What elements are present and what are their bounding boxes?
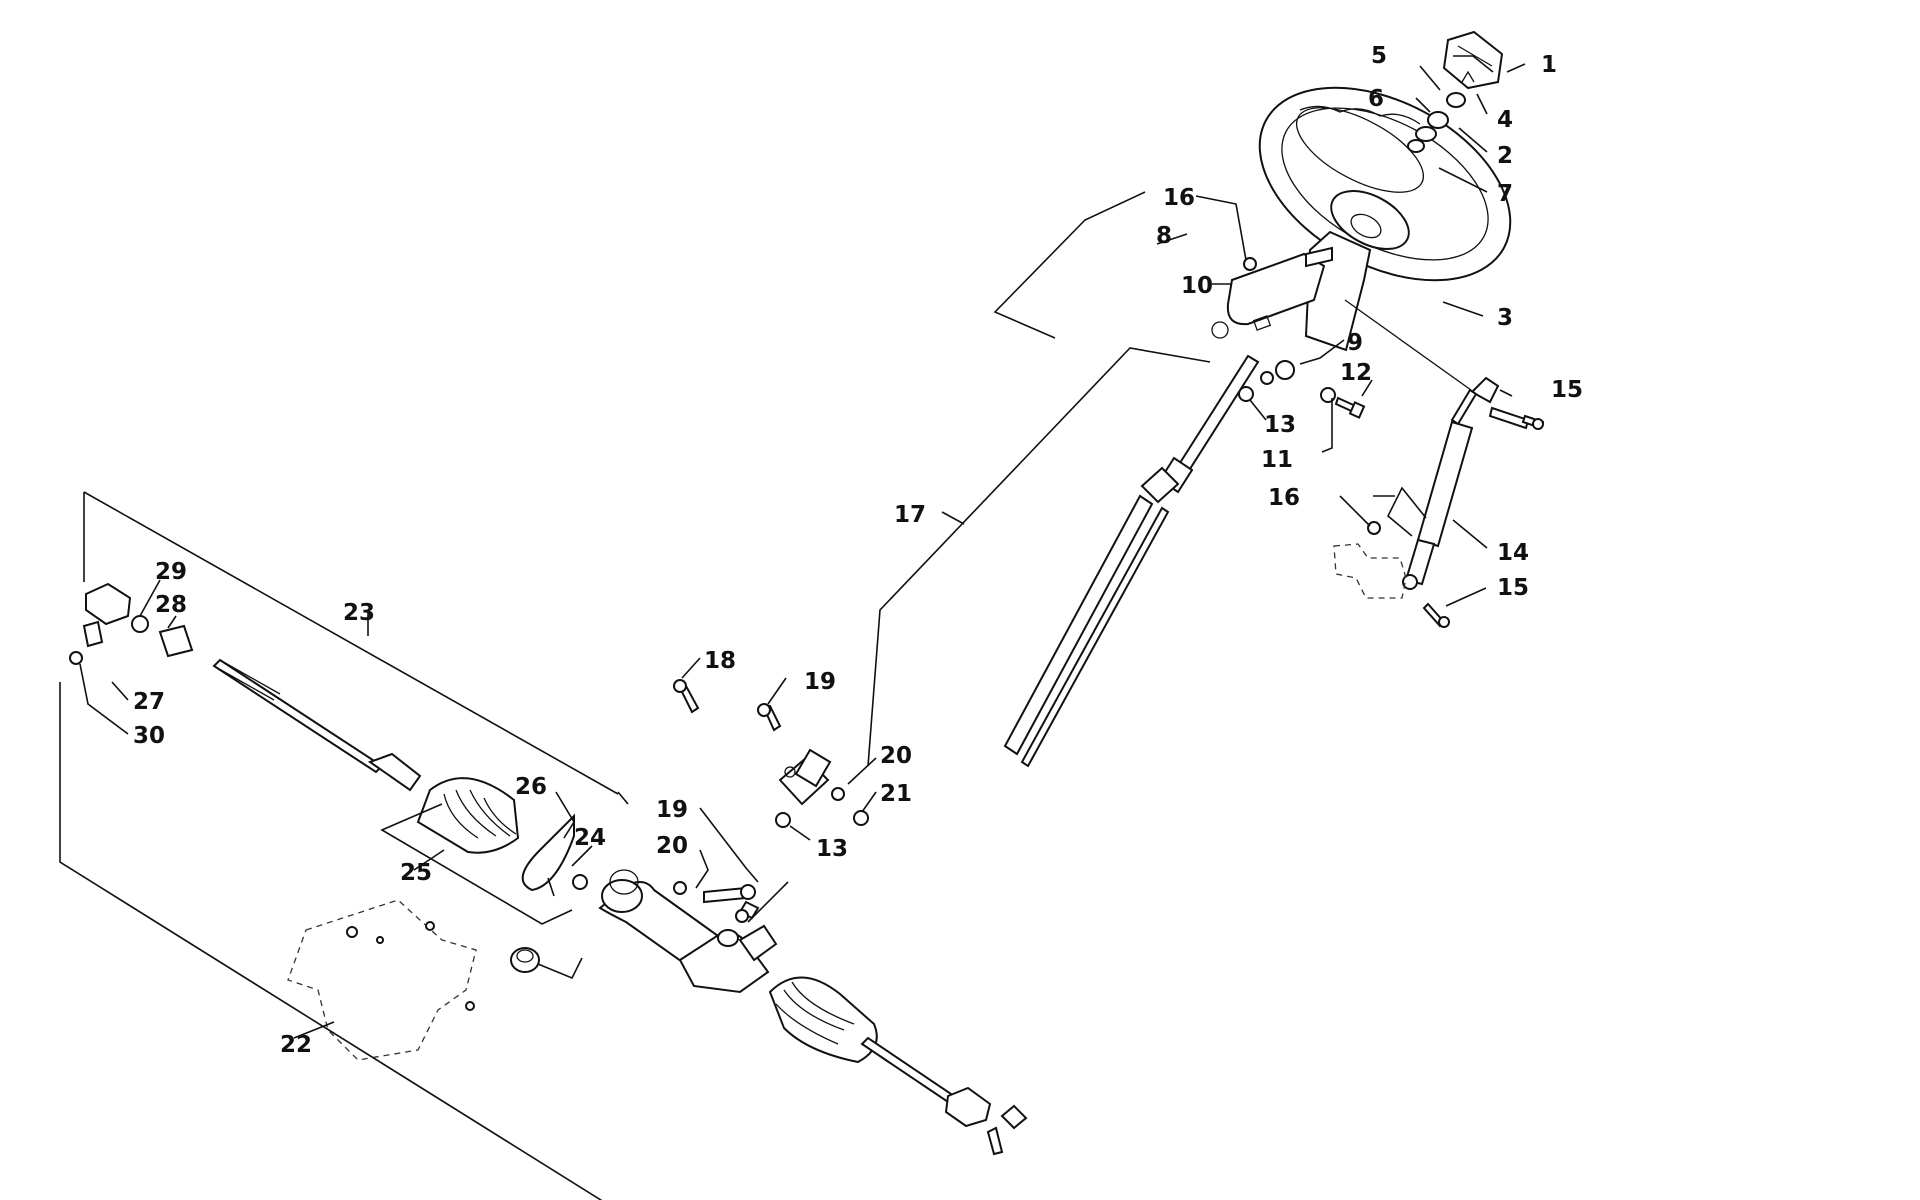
callout-12: 12 bbox=[1340, 360, 1372, 386]
strut-mount-bracket-outline bbox=[1333, 543, 1407, 599]
steering-rack bbox=[598, 869, 778, 994]
steering-wheel bbox=[1258, 86, 1512, 282]
tie-rod-left bbox=[212, 658, 384, 774]
nut-washer-stack bbox=[1407, 70, 1475, 153]
tie-rod-right bbox=[860, 1036, 962, 1108]
tie-rod-end-left bbox=[69, 582, 149, 665]
callout-21: 21 bbox=[880, 781, 912, 807]
shaft-fasteners bbox=[673, 679, 869, 828]
callout-8: 8 bbox=[1156, 223, 1172, 249]
callout-7: 7 bbox=[1497, 181, 1513, 207]
callout-15-top: 15 bbox=[1551, 377, 1583, 403]
inner-tie-rod-end bbox=[367, 752, 422, 792]
callout-22: 22 bbox=[280, 1032, 312, 1058]
horn-cap bbox=[1442, 30, 1504, 90]
callout-13-top: 13 bbox=[1264, 412, 1296, 438]
rack-bushing bbox=[510, 947, 540, 973]
callout-5: 5 bbox=[1371, 43, 1387, 69]
ring-24 bbox=[572, 874, 588, 890]
callout-9: 9 bbox=[1347, 330, 1363, 356]
column-fasteners bbox=[1238, 360, 1366, 419]
jam-nut-28 bbox=[158, 624, 194, 658]
callout-19-top: 19 bbox=[804, 669, 836, 695]
callout-16-top: 16 bbox=[1163, 185, 1195, 211]
callout-25: 25 bbox=[400, 860, 432, 886]
nut-16-strut bbox=[1367, 521, 1381, 535]
rack-mount-fasteners bbox=[346, 921, 475, 1011]
group-brackets bbox=[59, 191, 1211, 1200]
callout-23: 23 bbox=[343, 600, 375, 626]
callout-13-bottom: 13 bbox=[816, 836, 848, 862]
callout-1: 1 bbox=[1541, 52, 1557, 78]
callout-20-bottom: 20 bbox=[656, 833, 688, 859]
callout-10: 10 bbox=[1181, 273, 1213, 299]
callout-15-bottom: 15 bbox=[1497, 575, 1529, 601]
callout-30: 30 bbox=[133, 723, 165, 749]
tie-rod-threads bbox=[213, 659, 281, 701]
nut-16-top bbox=[1243, 257, 1257, 271]
callout-17: 17 bbox=[894, 502, 926, 528]
gas-strut bbox=[1402, 376, 1530, 590]
strut-bolts bbox=[1422, 414, 1545, 628]
callout-18: 18 bbox=[704, 648, 736, 674]
callout-29: 29 bbox=[155, 559, 187, 585]
callout-16-bottom: 16 bbox=[1268, 485, 1300, 511]
callout-4: 4 bbox=[1497, 107, 1513, 133]
callout-11: 11 bbox=[1261, 447, 1293, 473]
callout-6: 6 bbox=[1368, 86, 1384, 112]
rack-bolt-19 bbox=[673, 881, 756, 904]
callout-14: 14 bbox=[1497, 540, 1529, 566]
rack-boot-right bbox=[768, 976, 878, 1064]
strut-mount-line bbox=[1344, 299, 1472, 391]
rack-boot-left bbox=[416, 777, 520, 854]
leader-lines bbox=[79, 55, 1526, 1039]
callout-2: 2 bbox=[1497, 143, 1513, 169]
boot-clamp-26 bbox=[521, 813, 575, 892]
intermediate-shaft bbox=[778, 354, 1260, 806]
column-bracket bbox=[1211, 230, 1372, 352]
callout-3: 3 bbox=[1497, 305, 1513, 331]
callout-28: 28 bbox=[155, 592, 187, 618]
rack-mount-bracket-outline bbox=[287, 899, 477, 1061]
callout-27: 27 bbox=[133, 689, 165, 715]
callout-20-top: 20 bbox=[880, 743, 912, 769]
callout-labels: 1 2 3 4 5 6 7 8 9 10 11 12 13 13 14 15 1… bbox=[133, 43, 1583, 1058]
callout-24: 24 bbox=[574, 825, 606, 851]
callout-19-bottom: 19 bbox=[656, 797, 688, 823]
tie-rod-end-right bbox=[944, 1086, 1028, 1156]
callout-26: 26 bbox=[515, 774, 547, 800]
